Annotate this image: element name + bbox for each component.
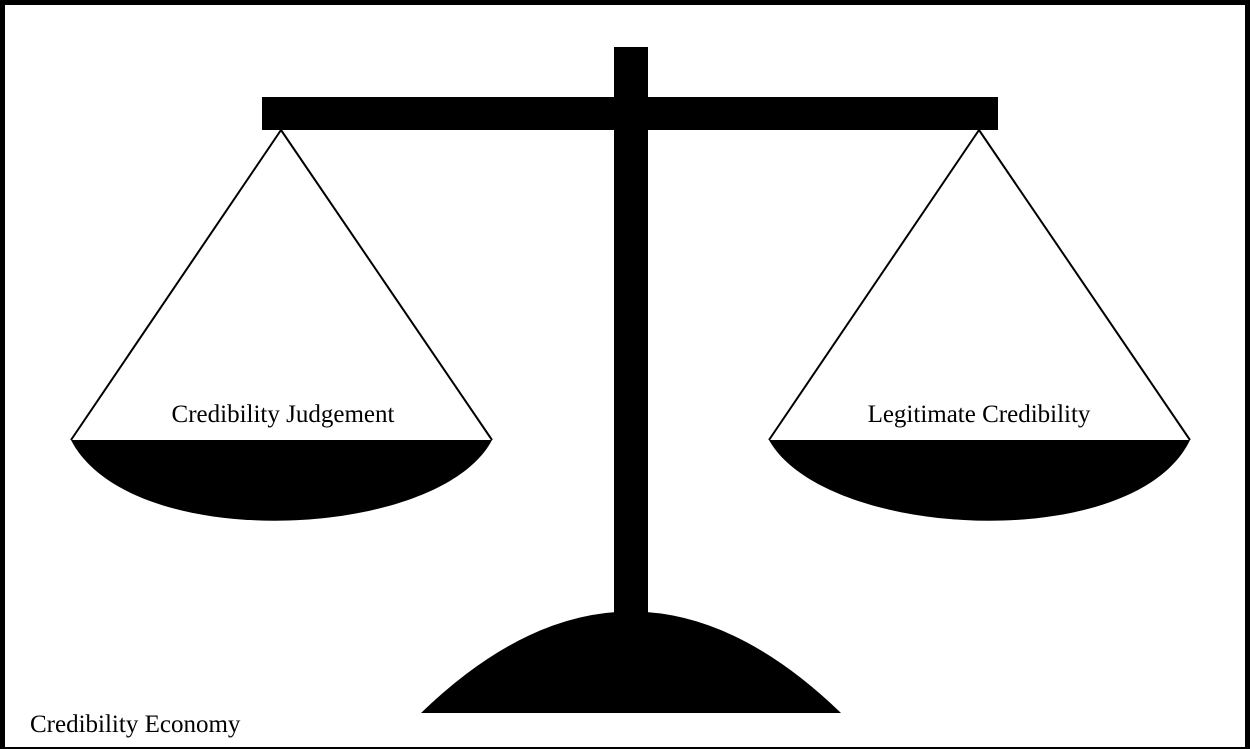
left-pan-strings — [70, 129, 493, 441]
left-pan-bowl — [71, 440, 492, 521]
scale-post — [614, 47, 648, 619]
left-pan-label: Credibility Judgement — [172, 401, 395, 428]
right-pan-bowl — [769, 440, 1190, 521]
scale-base — [421, 611, 841, 713]
diagram-footer-label: Credibility Economy — [30, 711, 241, 738]
right-pan-strings — [768, 129, 1191, 441]
scale-beam — [262, 97, 998, 130]
right-pan-label: Legitimate Credibility — [868, 401, 1091, 428]
